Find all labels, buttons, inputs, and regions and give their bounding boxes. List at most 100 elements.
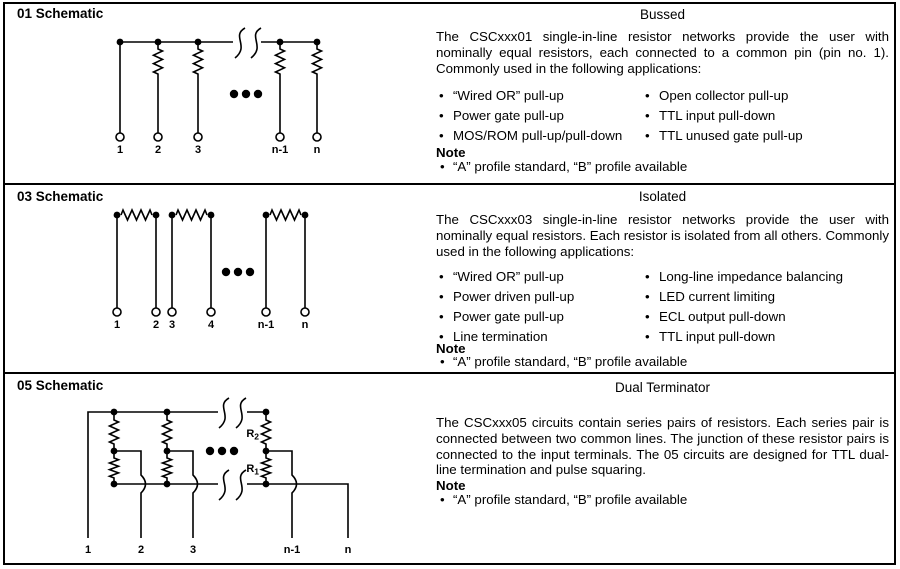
section-03-isolated: 1 2 3 4 n-1 n 03 Schematic Isolated The … — [3, 185, 896, 372]
junction-dot — [163, 408, 171, 416]
terminal-label: 4 — [208, 319, 215, 331]
resistor-zigzag — [310, 42, 324, 133]
terminal-wire-with-hop — [266, 450, 298, 538]
terminal-label: n-1 — [258, 319, 275, 331]
break-squiggle — [250, 27, 262, 59]
list-item-text: Line termination — [453, 329, 548, 344]
bullet-marker: • — [439, 289, 444, 304]
ellipsis-dots — [221, 267, 255, 277]
list-item: • “Wired OR” pull-up — [439, 267, 574, 287]
bullet-marker: • — [645, 269, 650, 284]
break-squiggle — [235, 397, 247, 429]
section-label: 01 Schematic — [17, 6, 104, 21]
pin1-wire-and-bus — [87, 411, 218, 538]
section-divider-2 — [3, 372, 896, 374]
description-column: Dual Terminator The CSCxxx05 circuits co… — [436, 374, 889, 566]
list-item-text: ECL output pull-down — [659, 309, 786, 324]
note-text-content: “A” profile standard, “B” profile availa… — [453, 492, 688, 507]
junction-dot — [163, 480, 171, 488]
bullet-marker: • — [440, 159, 445, 174]
bullet-marker: • — [439, 269, 444, 284]
junction-dot — [110, 480, 118, 488]
break-squiggle — [218, 397, 230, 429]
bullet-marker: • — [440, 354, 445, 369]
terminal-label: n — [302, 319, 309, 331]
ellipsis-dot — [245, 267, 255, 277]
terminal-label: 3 — [169, 319, 175, 331]
junction-dot — [194, 38, 202, 46]
terminal-label: n — [314, 144, 321, 156]
section-label: 05 Schematic — [17, 378, 104, 393]
section-paragraph: The CSCxxx05 circuits contain series pai… — [436, 415, 889, 478]
bullet-marker: • — [645, 108, 650, 123]
note-text: • “A” profile standard, “B” profile avail… — [436, 492, 687, 507]
terminal-circle — [261, 307, 271, 317]
junction-dot — [168, 211, 176, 219]
section-title: Bussed — [639, 7, 686, 22]
list-item-text: “Wired OR” pull-up — [453, 269, 564, 284]
bullet-marker: • — [645, 329, 650, 344]
terminal-circles — [115, 132, 322, 142]
list-item: •Line termination — [439, 327, 574, 347]
note-text-content: “A” profile standard, “B” profile availa… — [453, 159, 688, 174]
list-item-text: Long-line impedance balancing — [659, 269, 844, 284]
ellipsis-dot — [221, 267, 231, 277]
junction-dot — [113, 211, 121, 219]
break-squiggle — [234, 27, 246, 59]
ellipsis-dot — [229, 89, 239, 99]
section-01-bussed: 1 2 3 n-1 n 01 Schematic Bussed The CSCx… — [3, 2, 896, 183]
bullet-marker: • — [645, 88, 650, 103]
terminal-circle — [275, 132, 285, 142]
junction-dot — [163, 447, 171, 455]
bus-segment-to-pin-n — [247, 483, 349, 538]
section-divider-1 — [3, 183, 896, 185]
outer-border — [3, 2, 896, 565]
section-paragraph: The CSCxxx03 single-in-line resistor net… — [436, 212, 890, 259]
note-text-content: “A” profile standard, “B” profile availa… — [453, 354, 688, 369]
list-item: • “Wired OR” pull-up — [439, 86, 622, 106]
terminal-labels: 1 2 3 n-1 n — [85, 544, 352, 556]
terminal-label: 1 — [117, 144, 123, 156]
resistor-zigzag — [191, 42, 205, 133]
terminal-circle — [206, 307, 216, 317]
junction-dot — [110, 447, 118, 455]
terminal-label: 2 — [155, 144, 161, 156]
junction-dot — [313, 38, 321, 46]
r2-label: R2 — [246, 428, 259, 442]
terminal-circle — [167, 307, 177, 317]
bullet-marker: • — [439, 309, 444, 324]
terminal-label: n-1 — [284, 544, 301, 556]
break-squiggle — [235, 469, 247, 501]
bullet-marker: • — [440, 492, 445, 507]
bullet-marker: • — [439, 88, 444, 103]
dual-terminator-schematic: R2 R1 1 2 3 n-1 n — [85, 397, 352, 556]
section-05-dual-terminator: R2 R1 1 2 3 n-1 n 05 Schematic Dual Term… — [3, 374, 896, 566]
list-item: •Open collector pull-up — [645, 86, 803, 106]
terminal-label: n — [345, 544, 352, 556]
terminal-label: 3 — [190, 544, 196, 556]
r1-label: R1 — [246, 463, 259, 477]
list-item-text: “Wired OR” pull-up — [453, 88, 564, 103]
terminal-label: 3 — [195, 144, 201, 156]
list-item: •ECL output pull-down — [645, 307, 843, 327]
note-heading: Note — [436, 341, 466, 356]
break-symbol — [234, 27, 262, 59]
list-item-text: TTL input pull-down — [659, 329, 776, 344]
junction-dot — [262, 480, 270, 488]
terminal-wire-with-hop — [114, 450, 147, 538]
list-item: •Power gate pull-up — [439, 106, 622, 126]
break-squiggle — [218, 469, 230, 501]
terminal-circle — [312, 132, 322, 142]
resistor-value-labels: R2 R1 — [246, 428, 259, 477]
ellipsis-dot — [253, 89, 263, 99]
terminal-label: 1 — [114, 319, 120, 331]
ellipsis-dots — [205, 446, 239, 456]
note-heading: Note — [436, 145, 466, 160]
list-item: •TTL unused gate pull-up — [645, 126, 803, 146]
ellipsis-dot — [241, 89, 251, 99]
note-heading: Note — [436, 478, 466, 493]
terminal-labels: 1 2 3 n-1 n — [117, 144, 321, 156]
description-column: Isolated The CSCxxx03 single-in-line res… — [436, 185, 889, 372]
applications-list-right: •Long-line impedance balancing •LED curr… — [645, 267, 843, 347]
